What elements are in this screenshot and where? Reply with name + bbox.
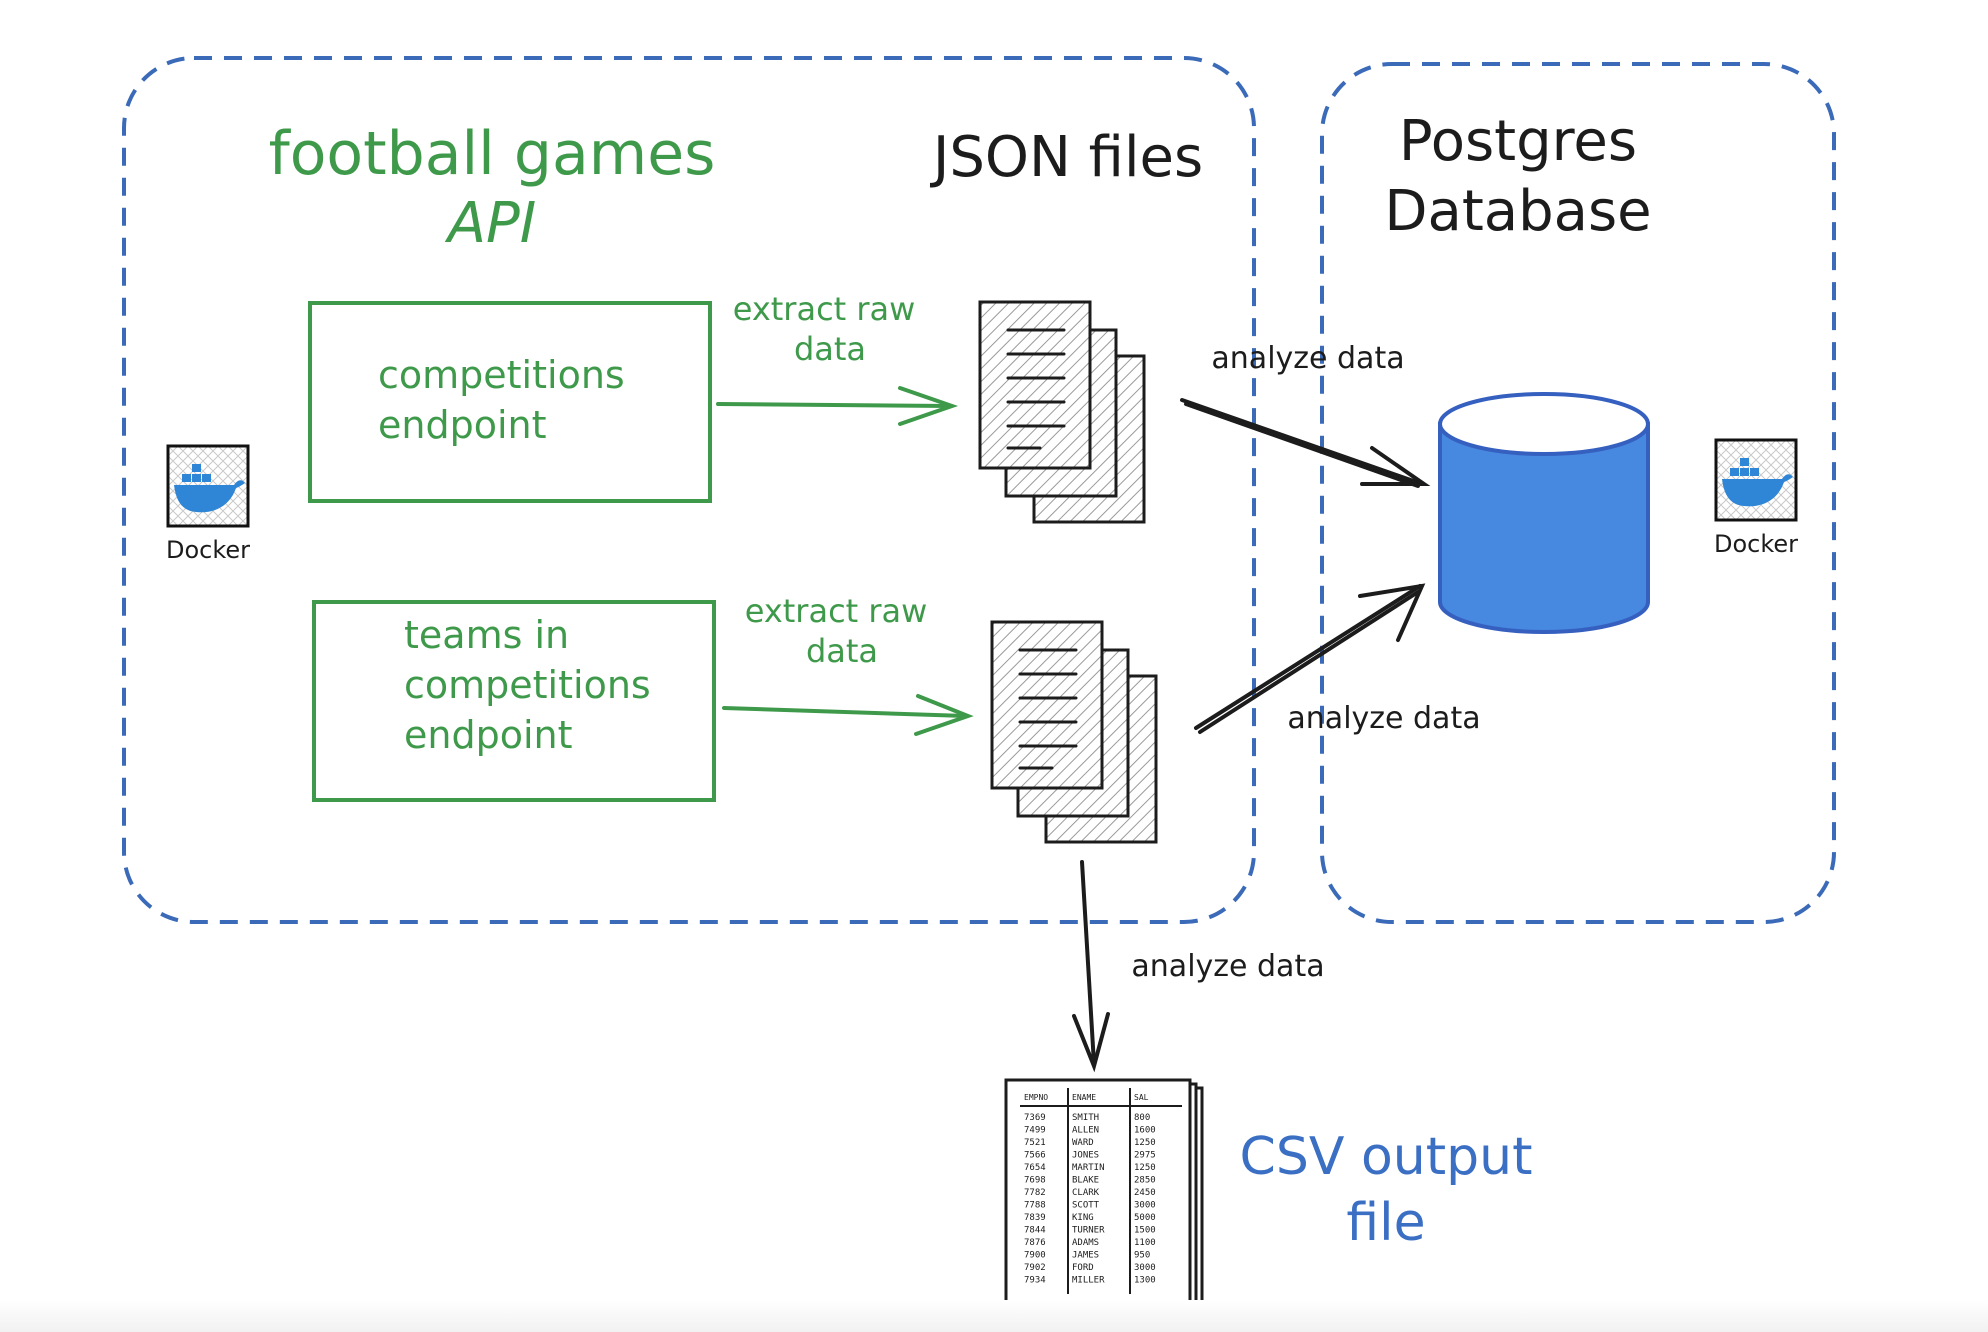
docker-logo-left: Docker [166,444,250,564]
api-group-boundary [122,56,1256,924]
csv-table-cell: 7900 [1024,1251,1046,1261]
docker-whale-icon [1714,438,1798,522]
api-title: football games [269,119,716,189]
csv-table-cell: 1600 [1134,1126,1156,1136]
csv-output-title-line2: file [1346,1193,1425,1253]
csv-table-cell: ALLEN [1072,1126,1099,1136]
csv-header-cell: SAL [1134,1093,1149,1102]
csv-table-cell: 1100 [1134,1238,1156,1248]
csv-table-cell: ADAMS [1072,1238,1099,1248]
endpoint-label-line: teams in [404,613,569,657]
csv-table-cell: SCOTT [1072,1201,1100,1211]
extract-label: extract raw [745,592,928,630]
database-title: Postgres [1399,109,1637,174]
csv-table-cell: 7844 [1024,1226,1046,1236]
csv-table-cell: WARD [1072,1138,1094,1148]
csv-table-cell: 1300 [1134,1276,1156,1286]
docker-whale-icon [166,444,250,528]
csv-table-cell: BLAKE [1072,1176,1099,1186]
csv-table-cell: 2975 [1134,1151,1156,1161]
extract-arrow-1 [716,386,959,426]
extract-arrow-2 [722,694,974,736]
csv-table-cell: 7566 [1024,1151,1046,1161]
csv-table-cell: 7654 [1024,1163,1046,1173]
endpoint-label-line: competitions [378,353,625,397]
endpoint-label-line: competitions [404,663,651,707]
csv-table-cell: 3000 [1134,1201,1156,1211]
csv-output-title: CSV output [1240,1127,1533,1187]
csv-table-cell: MILLER [1072,1276,1105,1286]
docker-label: Docker [1714,530,1798,558]
csv-table-cell: 7499 [1024,1126,1046,1136]
csv-table-cell: FORD [1072,1263,1094,1273]
csv-table-cell: 7839 [1024,1213,1046,1223]
analyze-arrow-csv [1072,860,1110,1073]
endpoint-label-line: endpoint [404,713,573,757]
csv-table-cell: 7902 [1024,1263,1046,1273]
csv-header-cell: EMPNO [1024,1093,1048,1102]
csv-table-cell: CLARK [1072,1188,1100,1198]
csv-table-cell: 1250 [1134,1163,1156,1173]
analyze-arrow-bottom [1194,583,1426,734]
csv-table-cell: TURNER [1072,1226,1105,1236]
csv-table-cell: 7934 [1024,1276,1046,1286]
docker-logo-right: Docker [1714,438,1798,558]
csv-table-cell: JONES [1072,1151,1099,1161]
analyze-label-bottom: analyze data [1287,701,1480,736]
json-files-stack-1 [978,300,1146,524]
csv-table-cell: SMITH [1072,1113,1099,1123]
endpoint-label-line: endpoint [378,403,547,447]
analyze-label-top: analyze data [1211,341,1404,376]
json-files-title: JSON files [930,125,1203,190]
extract-label: data [794,330,866,368]
postgres-database-cylinder [1438,392,1650,634]
csv-output-document: EMPNO ENAME SAL 7369 SMITH 800 7499 ALLEN 1600 75… [1004,1078,1204,1314]
csv-table-cell: 2450 [1134,1188,1156,1198]
analyze-label-csv: analyze data [1131,949,1324,984]
csv-table-cell: 1250 [1134,1138,1156,1148]
api-title-line2: API [445,191,537,256]
csv-table: EMPNO ENAME SAL 7369 SMITH 800 7499 ALLEN 1600 75… [1024,1093,1156,1286]
json-files-stack-2 [990,620,1158,844]
teams-endpoint-box: teams in competitions endpoint [312,600,716,802]
extract-label: data [806,632,878,670]
csv-table-cell: 7788 [1024,1201,1046,1211]
csv-header-cell: ENAME [1072,1093,1096,1102]
bottom-fade [0,1300,1988,1332]
csv-table-cell: MARTIN [1072,1163,1105,1173]
csv-table-cell: 7698 [1024,1176,1046,1186]
csv-table-cell: 7521 [1024,1138,1046,1148]
csv-table-cell: 7782 [1024,1188,1046,1198]
database-group-boundary [1320,62,1836,924]
csv-table-cell: 1500 [1134,1226,1156,1236]
csv-table-cell: KING [1072,1213,1094,1223]
extract-label: extract raw [733,290,916,328]
csv-table-cell: 2850 [1134,1176,1156,1186]
database-title-line2: Database [1384,179,1651,244]
csv-table-cell: 3000 [1134,1263,1156,1273]
csv-table-cell: 7876 [1024,1238,1046,1248]
csv-table-cell: 7369 [1024,1113,1046,1123]
csv-table-cell: 800 [1134,1113,1150,1123]
csv-table-cell: 5000 [1134,1213,1156,1223]
analyze-arrow-top [1180,398,1431,488]
csv-table-cell: JAMES [1072,1251,1099,1261]
competitions-endpoint-box: competitions endpoint [308,301,712,503]
docker-label: Docker [166,536,250,564]
csv-table-cell: 950 [1134,1251,1150,1261]
